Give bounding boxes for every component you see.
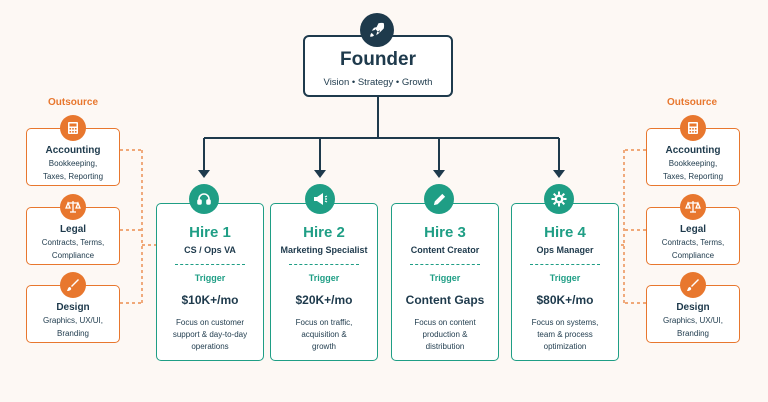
hire-title: Hire 3 — [424, 224, 466, 241]
hire-4-card: Hire 4 Ops Manager Trigger $80K+/mo Focu… — [511, 203, 619, 361]
rocket-icon — [360, 13, 394, 47]
desc-line: production & — [422, 330, 468, 339]
outsource-desc: Graphics, UX/UI, — [42, 316, 103, 325]
hire-title: Hire 2 — [303, 224, 345, 241]
divider — [530, 264, 600, 265]
desc-line: growth — [311, 342, 336, 351]
desc-line: acquisition & — [301, 330, 347, 339]
outsource-desc: Taxes, Reporting — [662, 172, 724, 181]
outsource-desc: Contracts, Terms, — [661, 238, 725, 247]
paintbrush-icon — [680, 272, 706, 298]
outsource-desc: Contracts, Terms, — [41, 238, 105, 247]
founder-subtitle: Vision • Strategy • Growth — [323, 77, 433, 88]
trigger-value: Content Gaps — [405, 293, 485, 307]
desc-line: optimization — [543, 342, 587, 351]
trigger-value: $20K+/mo — [295, 293, 353, 307]
headset-icon — [189, 184, 219, 214]
desc-line: support & day-to-day — [172, 330, 248, 339]
hire-3-card: Hire 3 Content Creator Trigger Content G… — [391, 203, 499, 361]
outsource-desc: Graphics, UX/UI, — [662, 316, 723, 325]
hire-2-card: Hire 2 Marketing Specialist Trigger $20K… — [270, 203, 378, 361]
outsource-desc: Bookkeeping, — [668, 159, 718, 168]
founder-title: Founder — [340, 49, 416, 70]
outsource-title: Legal — [59, 224, 87, 235]
megaphone-icon — [305, 184, 335, 214]
hire-description: Focus on systems, team & process optimiz… — [512, 317, 618, 353]
trigger-label: Trigger — [308, 273, 340, 283]
hire-1-card: Hire 1 CS / Ops VA Trigger $10K+/mo Focu… — [156, 203, 264, 361]
outsource-desc: Bookkeeping, — [48, 159, 98, 168]
outsource-desc: Compliance — [671, 251, 715, 260]
trigger-label: Trigger — [429, 273, 461, 283]
hire-role: CS / Ops VA — [184, 245, 236, 255]
outsource-desc: Compliance — [51, 251, 95, 260]
trigger-label: Trigger — [549, 273, 581, 283]
outsource-label-left: Outsource — [48, 97, 99, 108]
desc-line: distribution — [425, 342, 465, 351]
hire-role: Ops Manager — [536, 245, 594, 255]
divider — [410, 264, 480, 265]
hire-role: Content Creator — [410, 245, 480, 255]
scales-icon — [680, 194, 706, 220]
outsource-label-right: Outsource — [667, 97, 718, 108]
scales-icon — [60, 194, 86, 220]
outsource-title: Legal — [679, 224, 707, 235]
hire-role: Marketing Specialist — [280, 245, 368, 255]
outsource-desc: Branding — [56, 329, 90, 338]
outsource-title: Accounting — [665, 145, 721, 156]
trigger-value: $10K+/mo — [181, 293, 239, 307]
desc-line: Focus on customer — [175, 318, 245, 327]
outsource-accounting-left: Accounting Bookkeeping, Taxes, Reporting — [26, 128, 120, 186]
desc-line: Focus on content — [414, 318, 476, 327]
hire-title: Hire 4 — [544, 224, 586, 241]
trigger-label: Trigger — [194, 273, 226, 283]
divider — [289, 264, 359, 265]
founder-box: Founder Vision • Strategy • Growth — [303, 35, 453, 97]
hire-description: Focus on customer support & day-to-day o… — [157, 317, 263, 353]
paintbrush-icon — [60, 272, 86, 298]
desc-line: Focus on traffic, — [295, 318, 353, 327]
divider — [175, 264, 245, 265]
hire-description: Focus on content production & distributi… — [392, 317, 498, 353]
outsource-title: Design — [56, 302, 90, 313]
calculator-icon — [680, 115, 706, 141]
outsource-desc: Taxes, Reporting — [42, 172, 104, 181]
gear-icon — [544, 184, 574, 214]
outsource-desc: Branding — [676, 329, 710, 338]
desc-line: Focus on systems, — [531, 318, 599, 327]
desc-line: team & process — [537, 330, 593, 339]
trigger-value: $80K+/mo — [536, 293, 594, 307]
outsource-legal-left: Legal Contracts, Terms, Compliance — [26, 207, 120, 265]
desc-line: operations — [191, 342, 229, 351]
hire-title: Hire 1 — [189, 224, 231, 241]
outsource-title: Design — [676, 302, 710, 313]
calculator-icon — [60, 115, 86, 141]
pencil-icon — [424, 184, 454, 214]
outsource-title: Accounting — [45, 145, 101, 156]
hire-description: Focus on traffic, acquisition & growth — [271, 317, 377, 353]
